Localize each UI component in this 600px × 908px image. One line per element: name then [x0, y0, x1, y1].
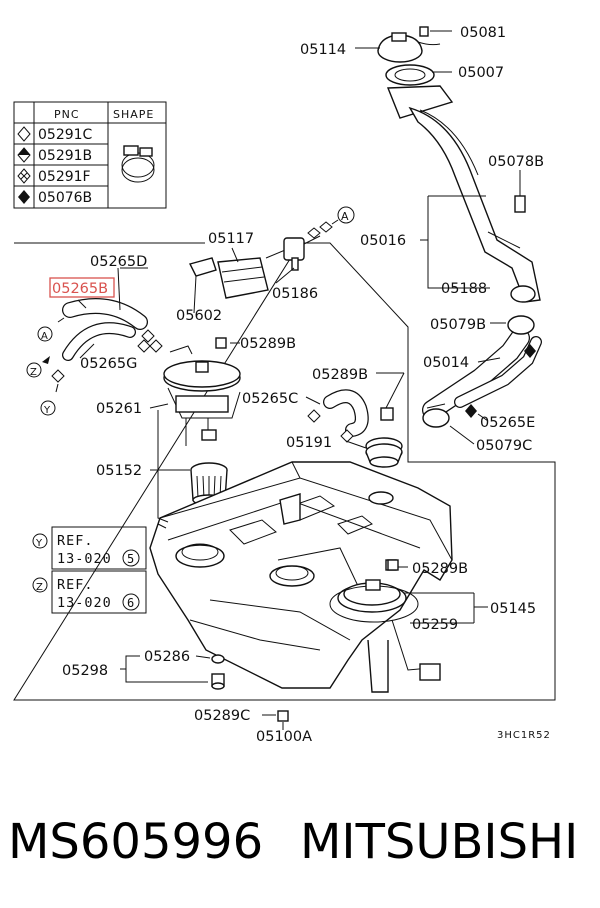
ref-number: 13-020 — [57, 595, 112, 611]
label-05014: 05014 — [423, 355, 469, 371]
solid-diamond-icon — [465, 404, 477, 418]
label-05286: 05286 — [144, 649, 190, 665]
ref-number: 13-020 — [57, 551, 112, 567]
fuel-hose-05014 — [422, 315, 542, 428]
nut-05289B — [387, 559, 399, 571]
label-05265G: 05265G — [80, 356, 137, 372]
ref-marker: Y — [35, 538, 43, 549]
hollow-diamond-icon — [17, 126, 31, 142]
label-05145: 05145 — [490, 601, 536, 617]
hose-clamp-icon — [121, 145, 155, 183]
legend-header-pnc: PNC — [54, 108, 80, 121]
highlight-box — [49, 277, 115, 298]
vent-hose-group — [26, 298, 163, 416]
legend-table: PNC SHAPE 05291C 05291B 05291F 05076B — [13, 101, 167, 209]
label-05298: 05298 — [62, 663, 108, 679]
label-05188: 05188 — [441, 281, 487, 297]
diagram-code: 3HC1R52 — [497, 730, 551, 741]
ref-label: REF. — [57, 577, 94, 593]
footer-caption: MS605996 MITSUBISHI — [0, 808, 600, 878]
drain-plug — [211, 654, 225, 690]
ref-sub: 5 — [127, 552, 135, 566]
solid-diamond-icon — [524, 344, 536, 358]
assembly-boundary — [13, 242, 556, 701]
label-05289C: 05289C — [194, 708, 250, 724]
label-05016: 05016 — [360, 233, 406, 249]
filler-neck — [386, 85, 541, 303]
legend-header-shape: SHAPE — [113, 108, 154, 121]
marker-y: Y — [43, 405, 51, 416]
nut-05289B — [215, 337, 227, 349]
label-05289B: 05289B — [240, 336, 296, 352]
label-05191: 05191 — [286, 435, 332, 451]
label-05289B: 05289B — [312, 367, 368, 383]
label-05265C: 05265C — [242, 391, 298, 407]
part-number: MS605996 — [8, 814, 264, 870]
half-diamond-icon — [17, 147, 31, 163]
label-05100A: 05100A — [256, 729, 312, 745]
hose-05265C — [307, 389, 394, 443]
label-05265E: 05265E — [480, 415, 535, 431]
bottom-bolt-05289C — [277, 710, 289, 722]
brand-name: MITSUBISHI — [300, 814, 579, 870]
marker-a-circle — [337, 206, 355, 224]
marker-a: A — [41, 331, 48, 342]
label-05261: 05261 — [96, 401, 142, 417]
fuel-gauge-unit — [163, 345, 241, 446]
label-05081: 05081 — [460, 25, 506, 41]
label-05186: 05186 — [272, 286, 318, 302]
leader-lines — [77, 30, 521, 730]
marker-z: Z — [30, 367, 37, 378]
label-05117: 05117 — [208, 231, 254, 247]
legend-code: 05291B — [38, 148, 92, 164]
ref-boxes: Y REF. 13-020 5 Z REF. 13-020 6 — [32, 526, 147, 614]
filler-cap-group — [377, 26, 441, 86]
ref-label: REF. — [57, 533, 94, 549]
part-labels: 05114 05081 05007 05078B 05016 05188 050… — [49, 25, 551, 745]
circle-markers: A A Z Y — [30, 210, 349, 416]
vent-valve-assembly — [188, 206, 355, 299]
label-05602: 05602 — [176, 308, 222, 324]
legend-code: 05291C — [38, 127, 93, 143]
label-05289B: 05289B — [412, 561, 468, 577]
label-05265B-highlighted: 05265B — [52, 281, 108, 297]
label-05078B: 05078B — [488, 154, 544, 170]
cross-diamond-icon — [17, 168, 31, 184]
label-05265D: 05265D — [90, 254, 147, 270]
ref-marker: Z — [36, 582, 43, 593]
label-05007: 05007 — [458, 65, 504, 81]
marker-a: A — [341, 210, 349, 223]
fuel-pump-sender-unit — [329, 559, 441, 693]
legend-code: 05291F — [38, 169, 91, 185]
label-05259: 05259 — [412, 617, 458, 633]
label-05079B: 05079B — [430, 317, 486, 333]
label-05079C: 05079C — [476, 438, 532, 454]
vent-cap-05191 — [365, 437, 403, 468]
label-05152: 05152 — [96, 463, 142, 479]
ref-sub: 6 — [127, 596, 135, 610]
fuel-tank-05100A — [149, 461, 453, 689]
legend-code: 05076B — [38, 190, 92, 206]
label-05114: 05114 — [300, 42, 346, 58]
solid-diamond-icon — [18, 190, 30, 204]
